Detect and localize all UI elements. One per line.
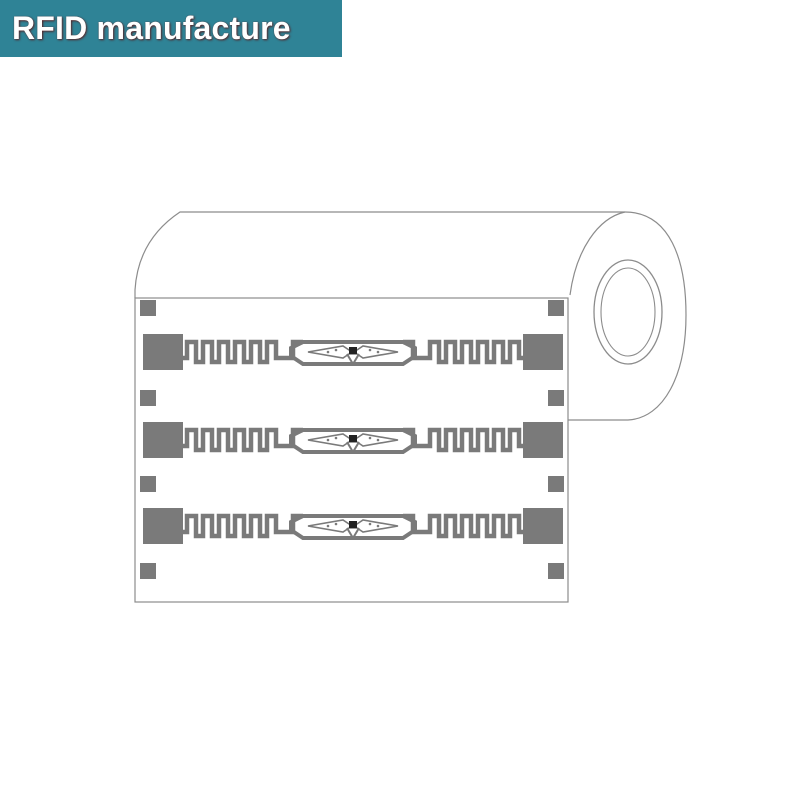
mark-left-1 [140, 300, 156, 316]
mark-right-4 [548, 563, 564, 579]
mark-left-3 [140, 476, 156, 492]
roll-core-outer [593, 259, 663, 365]
mark-right-1 [548, 300, 564, 316]
mark-right-3 [548, 476, 564, 492]
roll-end-outer [568, 211, 687, 421]
roll-end-left-edge [569, 211, 626, 296]
mark-left-4 [140, 563, 156, 579]
mark-right-2 [548, 390, 564, 406]
registration-marks [140, 300, 564, 579]
mark-left-2 [140, 390, 156, 406]
title-banner: RFID manufacture [0, 0, 342, 57]
roll-outline [134, 211, 625, 298]
banner-title: RFID manufacture [12, 10, 291, 46]
roll-core-inner [600, 267, 656, 357]
